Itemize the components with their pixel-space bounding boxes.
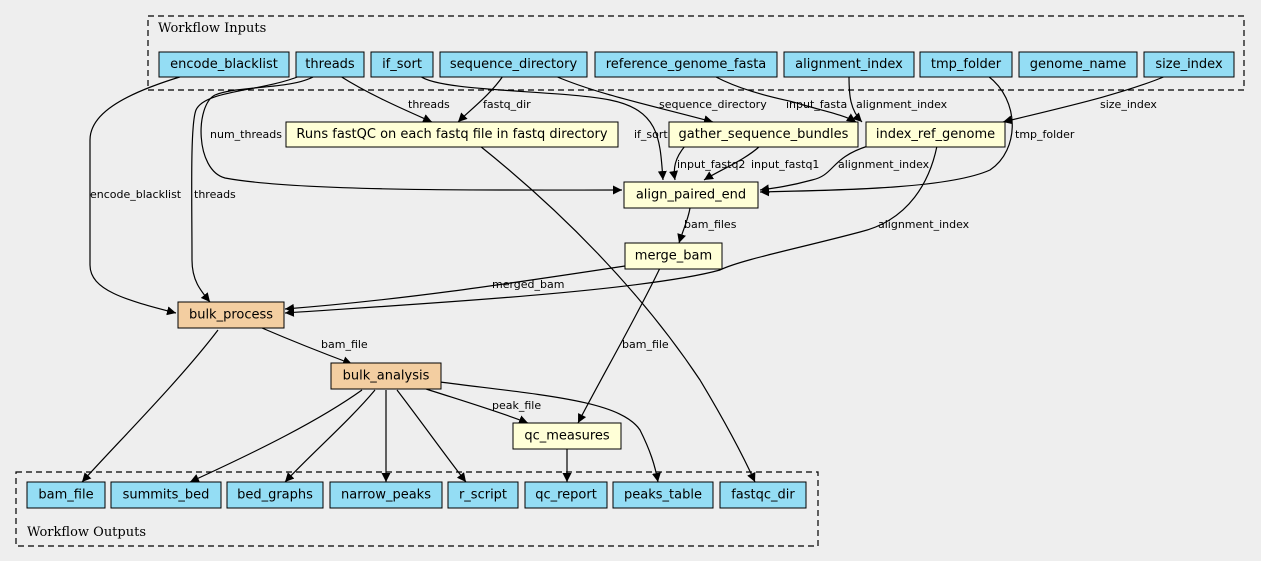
output-peaks-table-label: peaks_table xyxy=(624,488,702,503)
edge-label-alignment-index-bulk: alignment_index xyxy=(878,218,970,231)
input-genome-name[interactable]: genome_name xyxy=(1018,51,1138,78)
input-reference-genome-fasta-label: reference_genome_fasta xyxy=(606,57,767,72)
edge-label-alignment-index-align: alignment_index xyxy=(838,158,930,171)
input-threads-label: threads xyxy=(305,57,355,72)
inputs-cluster: Workflow Inputs xyxy=(147,15,1245,91)
output-narrow-peaks[interactable]: narrow_peaks xyxy=(329,481,443,509)
edge-label-fastq-dir: fastq_dir xyxy=(483,98,531,111)
step-align-paired-end[interactable]: align_paired_end xyxy=(623,181,759,209)
input-encode-blacklist[interactable]: encode_blacklist xyxy=(158,51,290,78)
input-threads[interactable]: threads xyxy=(295,51,365,78)
outputs-cluster-label: Workflow Outputs xyxy=(27,525,146,540)
edge-label-threads-fastqc: threads xyxy=(408,98,450,111)
edge-label-bam-file-merge: bam_file xyxy=(622,338,669,351)
step-merge-bam[interactable]: merge_bam xyxy=(624,242,723,270)
input-tmp-folder-label: tmp_folder xyxy=(931,57,1002,72)
output-bam-file[interactable]: bam_file xyxy=(26,481,106,509)
step-qc-measures-label: qc_measures xyxy=(524,429,610,444)
input-nodes: encode_blacklist threads if_sort sequenc… xyxy=(158,51,1235,78)
outputs-cluster: Workflow Outputs xyxy=(15,471,819,547)
input-alignment-index[interactable]: alignment_index xyxy=(783,51,915,78)
edge-label-if-sort: if_sort xyxy=(634,128,668,141)
edges: threads fastq_dir sequence_directory inp… xyxy=(81,75,1167,483)
step-bulk-process-label: bulk_process xyxy=(189,308,273,323)
edge-label-bam-file-bulk: bam_file xyxy=(321,338,368,351)
step-align-label: align_paired_end xyxy=(636,188,746,203)
output-bed-graphs[interactable]: bed_graphs xyxy=(226,481,324,509)
step-qc-measures[interactable]: qc_measures xyxy=(512,422,622,450)
edge-label-input-fastq1: input_fastq1 xyxy=(751,158,819,171)
edge-label-input-fasta: input_fasta xyxy=(786,98,847,111)
edge-label-peak-file: peak_file xyxy=(492,399,541,412)
input-size-index[interactable]: size_index xyxy=(1143,51,1235,78)
output-peaks-table[interactable]: peaks_table xyxy=(612,481,714,509)
input-if-sort-label: if_sort xyxy=(382,57,422,72)
edge-label-encode-blacklist: encode_blacklist xyxy=(90,188,182,201)
input-tmp-folder[interactable]: tmp_folder xyxy=(919,51,1013,78)
input-genome-name-label: genome_name xyxy=(1030,57,1126,72)
step-merge-label: merge_bam xyxy=(635,249,712,264)
output-bam-file-label: bam_file xyxy=(38,488,93,503)
edge-label-input-fastq2: input_fastq2 xyxy=(677,158,745,171)
input-sequence-directory[interactable]: sequence_directory xyxy=(439,51,588,78)
step-index-ref-genome[interactable]: index_ref_genome xyxy=(865,121,1006,148)
output-fastqc-dir[interactable]: fastqc_dir xyxy=(719,481,807,509)
inputs-cluster-label: Workflow Inputs xyxy=(158,21,266,36)
edge-label-threads-bulk: threads xyxy=(194,188,236,201)
output-summits-bed[interactable]: summits_bed xyxy=(110,481,222,509)
step-bulk-process[interactable]: bulk_process xyxy=(177,301,285,329)
edge-label-sequence-directory: sequence_directory xyxy=(659,98,767,111)
input-size-index-label: size_index xyxy=(1155,57,1223,72)
input-if-sort[interactable]: if_sort xyxy=(370,51,434,78)
edge-label-merged-bam: merged_bam xyxy=(492,278,564,291)
output-bed-graphs-label: bed_graphs xyxy=(237,488,313,503)
input-alignment-index-label: alignment_index xyxy=(795,57,903,72)
input-reference-genome-fasta[interactable]: reference_genome_fasta xyxy=(594,51,778,78)
edge-label-size-index: size_index xyxy=(1100,98,1157,111)
output-r-script[interactable]: r_script xyxy=(447,481,519,509)
edge-label-alignment-index-in: alignment_index xyxy=(856,98,948,111)
edge-label-bam-files: bam_files xyxy=(684,218,737,231)
input-encode-blacklist-label: encode_blacklist xyxy=(170,57,278,72)
step-fastqc[interactable]: Runs fastQC on each fastq file in fastq … xyxy=(285,121,619,148)
output-qc-report-label: qc_report xyxy=(535,488,597,503)
output-r-script-label: r_script xyxy=(459,488,507,503)
step-bulk-analysis[interactable]: bulk_analysis xyxy=(330,362,442,390)
step-gather-label: gather_sequence_bundles xyxy=(679,127,849,142)
input-sequence-directory-label: sequence_directory xyxy=(450,57,578,72)
output-nodes: bam_file summits_bed bed_graphs narrow_p… xyxy=(26,481,807,509)
step-fastqc-label: Runs fastQC on each fastq file in fastq … xyxy=(296,127,607,142)
step-index-ref-label: index_ref_genome xyxy=(876,127,995,142)
output-qc-report[interactable]: qc_report xyxy=(524,481,608,509)
step-gather-sequence-bundles[interactable]: gather_sequence_bundles xyxy=(668,121,859,148)
step-nodes: Runs fastQC on each fastq file in fastq … xyxy=(177,121,1006,450)
step-bulk-analysis-label: bulk_analysis xyxy=(343,369,430,384)
edge-label-num-threads: num_threads xyxy=(210,128,282,141)
output-fastqc-dir-label: fastqc_dir xyxy=(731,488,795,503)
edge-label-tmp-folder: tmp_folder xyxy=(1015,128,1075,141)
output-summits-bed-label: summits_bed xyxy=(123,488,210,503)
output-narrow-peaks-label: narrow_peaks xyxy=(341,488,431,503)
